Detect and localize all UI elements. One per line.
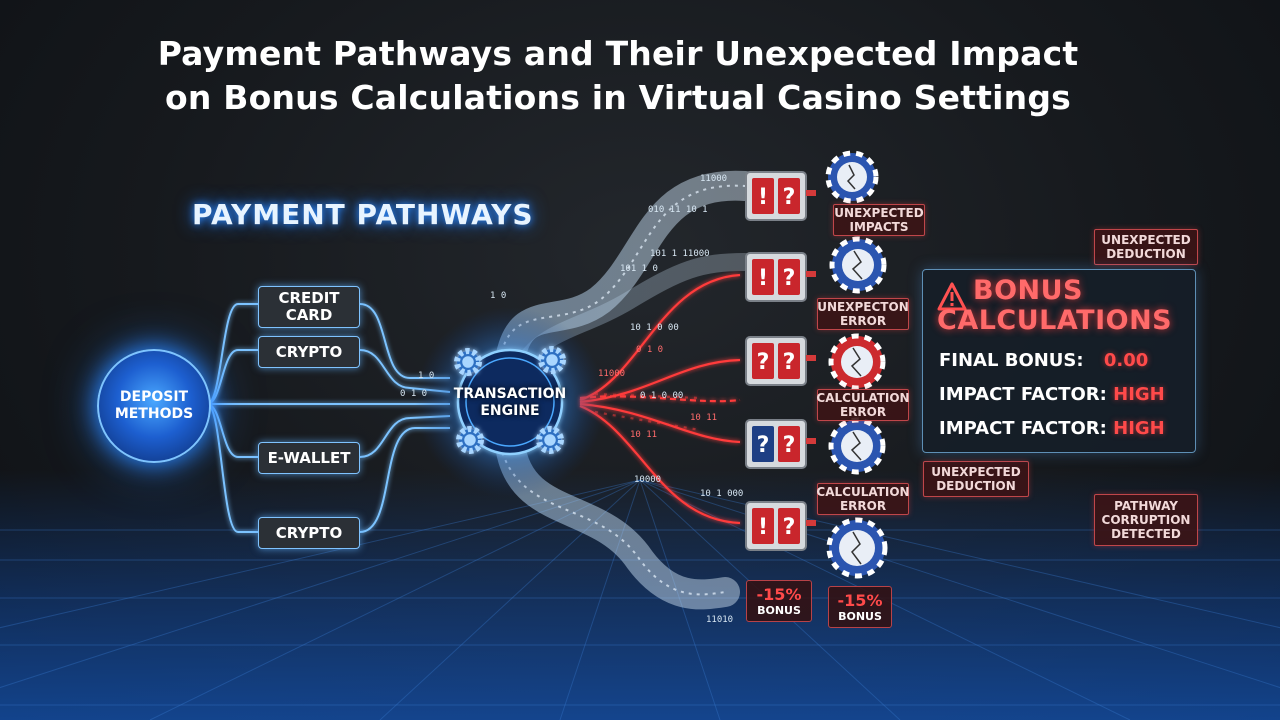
bonus-label: BONUS	[838, 609, 882, 623]
page-title-line-1: Payment Pathways and Their Unexpected Im…	[157, 34, 1079, 73]
tag-line: CALCULATION	[816, 391, 910, 405]
gear-icon	[454, 346, 566, 454]
tag-calculation-error-2: CALCULATION ERROR	[816, 483, 910, 515]
bonus-percent: -15%	[837, 590, 883, 610]
impact-factor-row-2: IMPACT FACTOR: HIGH	[939, 418, 1165, 439]
svg-text:!: !	[758, 266, 768, 291]
binary-text: 0 1 0 00	[640, 391, 683, 401]
bonus-deduction-badge-2: -15% BONUS	[828, 586, 892, 628]
binary-text: 11010	[706, 615, 733, 625]
tag-line: IMPACTS	[849, 220, 909, 234]
binary-text: 10000	[634, 475, 661, 485]
binary-text: 10 1 0 00	[630, 323, 679, 333]
bonus-percent: -15%	[756, 584, 802, 604]
method-label: E-WALLET	[267, 448, 351, 467]
deposit-label-line-2: METHODS	[114, 406, 194, 422]
binary-text: 010 11 10 1	[648, 205, 708, 215]
warning-triangle-icon	[937, 282, 967, 311]
impact-factor-value: HIGH	[1113, 384, 1165, 405]
tag-pathway-corruption: PATHWAY CORRUPTION DETECTED	[1094, 494, 1198, 546]
tag-line: UNEXPECTED	[1101, 233, 1191, 247]
tag-line: ERROR	[839, 314, 887, 328]
tag-line: CORRUPTION	[1101, 513, 1191, 527]
binary-text: 10 11	[690, 413, 717, 423]
impact-factor-label: IMPACT FACTOR:	[939, 418, 1107, 439]
method-e-wallet: E-WALLET	[258, 442, 360, 474]
transaction-engine-label: TRANSACTION ENGINE	[440, 386, 580, 420]
tag-line: PATHWAY	[1114, 499, 1178, 513]
method-label: CRYPTO	[275, 342, 343, 361]
tag-unexpected-deduction-mid: UNEXPECTED DEDUCTION	[923, 461, 1029, 497]
method-credit-card: CREDIT CARD	[258, 286, 360, 328]
deposit-connectors	[206, 303, 451, 533]
tag-line: DETECTED	[1111, 527, 1181, 541]
engine-label-line-2: ENGINE	[480, 403, 540, 419]
binary-text: 0 1 0	[400, 389, 427, 399]
tag-unexpected-impacts: UNEXPECTED IMPACTS	[833, 204, 925, 236]
svg-text:!: !	[758, 515, 768, 540]
tag-unexpected-deduction-top: UNEXPECTED DEDUCTION	[1094, 229, 1198, 265]
binary-text: 101 1 11000	[650, 249, 710, 259]
tag-line: UNEXPECTED	[931, 465, 1021, 479]
deposit-methods-node: DEPOSIT METHODS	[97, 349, 211, 463]
method-label: CRYPTO	[275, 523, 343, 542]
casino-chip-icon	[825, 150, 888, 579]
svg-text:!: !	[758, 185, 768, 210]
svg-text:?: ?	[783, 185, 796, 210]
binary-text: 11000	[598, 369, 625, 379]
binary-text: 1 0	[418, 371, 434, 381]
floor-grid-lines	[0, 479, 1280, 720]
binary-text: 10 1 000	[700, 489, 743, 499]
binary-text: 0 1 0	[636, 345, 663, 355]
grid-floor	[0, 470, 1280, 720]
svg-text:?: ?	[783, 515, 796, 540]
binary-streams: 11000 010 11 10 1 101 1 11000 101 1 0 10…	[400, 174, 743, 625]
deposit-label-line-1: DEPOSIT	[119, 389, 189, 405]
panel-title-line-2: CALCULATIONS	[937, 305, 1173, 336]
tag-line: ERROR	[839, 405, 887, 419]
method-label: CARD	[285, 306, 333, 324]
method-crypto-1: CRYPTO	[258, 336, 360, 368]
final-bonus-row: FINAL BONUS: 0.00	[939, 350, 1148, 371]
tag-line: DEDUCTION	[1106, 247, 1186, 261]
binary-text: 1 0	[490, 291, 506, 301]
impact-factor-row-1: IMPACT FACTOR: HIGH	[939, 384, 1165, 405]
binary-text: 11000	[700, 174, 727, 184]
bonus-deduction-badge-1: -15% BONUS	[746, 580, 812, 622]
tag-line: ERROR	[839, 499, 887, 513]
final-bonus-label: FINAL BONUS:	[939, 350, 1084, 371]
impact-factor-value: HIGH	[1113, 418, 1165, 439]
section-title: PAYMENT PATHWAYS	[192, 198, 534, 231]
tag-line: DEDUCTION	[936, 479, 1016, 493]
bonus-label: BONUS	[757, 603, 801, 617]
panel-title-line-1: BONUS	[973, 275, 1083, 306]
bonus-calculations-panel: BONUS CALCULATIONS FINAL BONUS: 0.00 IMP…	[922, 269, 1196, 453]
impact-factor-label: IMPACT FACTOR:	[939, 384, 1107, 405]
tag-calculation-error-1: CALCULATION ERROR	[816, 389, 910, 421]
svg-text:?: ?	[783, 350, 796, 375]
svg-text:?: ?	[757, 433, 770, 458]
method-label: CREDIT	[278, 289, 340, 307]
slot-machine-icon: ! ? ! ? ? ? ? ?	[745, 171, 816, 551]
page-title-line-2: on Bonus Calculations in Virtual Casino …	[164, 78, 1072, 117]
binary-text: 101 1 0	[620, 264, 658, 274]
tag-line: UNEXPECTON	[817, 300, 909, 314]
svg-text:?: ?	[757, 350, 770, 375]
tag-line: CALCULATION	[816, 485, 910, 499]
tag-unexpecton-error: UNEXPECTON ERROR	[817, 298, 909, 330]
final-bonus-value: 0.00	[1103, 350, 1149, 371]
panel-title: BONUS CALCULATIONS	[937, 275, 1172, 336]
svg-text:?: ?	[783, 266, 796, 291]
svg-text:?: ?	[783, 433, 796, 458]
engine-label-line-1: TRANSACTION	[453, 386, 567, 402]
binary-text: 10 11	[630, 430, 657, 440]
tag-line: UNEXPECTED	[834, 206, 924, 220]
page-title: Payment Pathways and Their Unexpected Im…	[0, 32, 1236, 120]
panel-header: BONUS CALCULATIONS	[937, 276, 1172, 336]
method-crypto-2: CRYPTO	[258, 517, 360, 549]
